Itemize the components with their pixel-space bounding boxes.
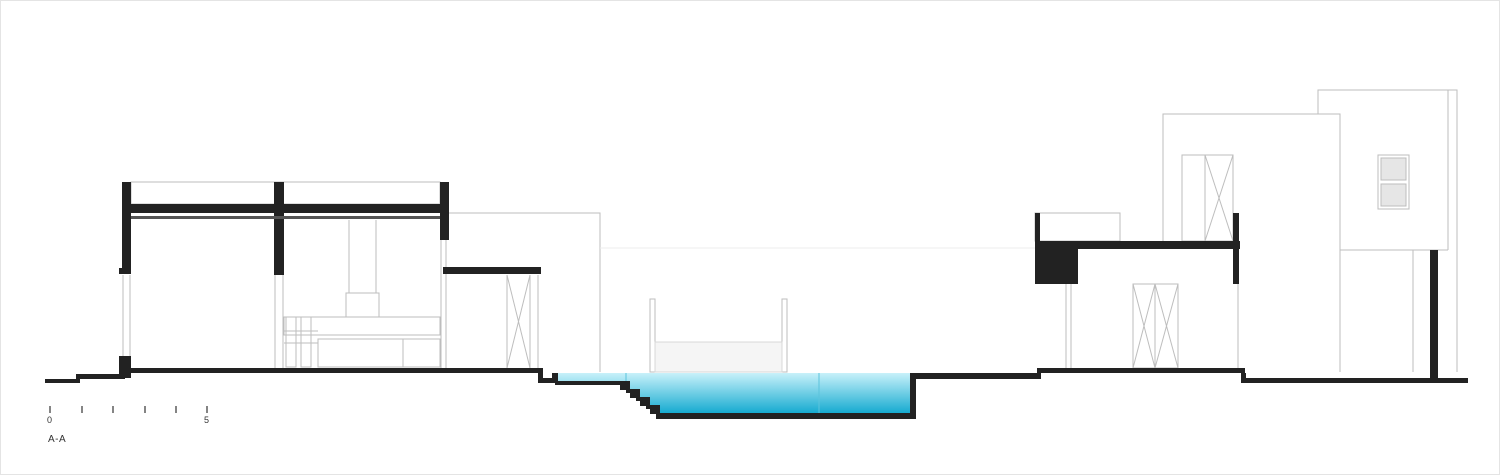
background-elevation-lines — [122, 89, 1458, 373]
section-label: A-A — [48, 434, 67, 445]
cut-structure — [45, 182, 1468, 419]
scale-bar-start-label: 0 — [47, 415, 53, 425]
scale-bar — [49, 406, 208, 413]
pool-water — [557, 373, 910, 414]
scale-bar-end-label: 5 — [204, 415, 210, 425]
